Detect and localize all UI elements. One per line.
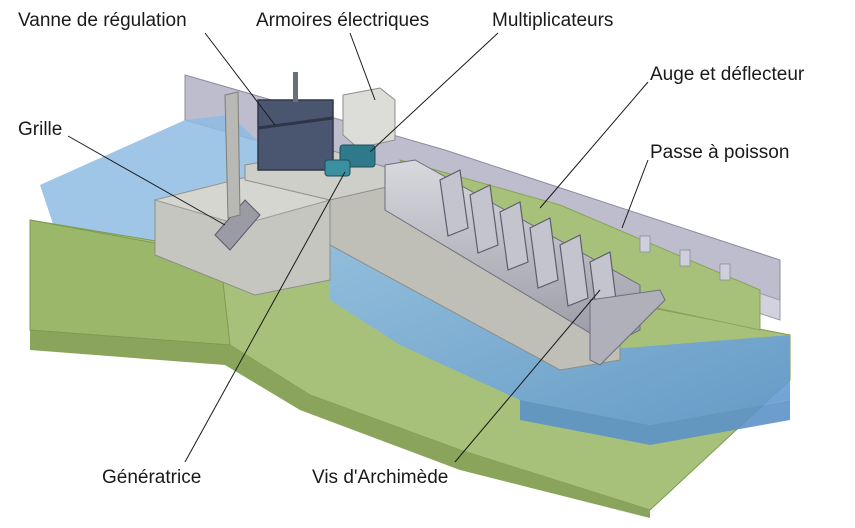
leader-passe bbox=[621, 159, 649, 229]
fish-pass-steps bbox=[639, 235, 731, 281]
label-multiplicateurs: Multiplicateurs bbox=[492, 10, 614, 31]
terrain-front-face bbox=[30, 330, 650, 518]
leader-auge bbox=[539, 81, 649, 209]
label-vis-d-archimede: Vis d'Archimède bbox=[312, 467, 449, 488]
generator-unit bbox=[324, 159, 351, 177]
label-grille: Grille bbox=[18, 119, 63, 140]
label-auge-et-deflecteur: Auge et déflecteur bbox=[650, 64, 805, 85]
leader-generatrice bbox=[184, 171, 346, 463]
leader-grille bbox=[67, 135, 226, 226]
downstream-water-front bbox=[520, 400, 790, 445]
rack-post bbox=[224, 91, 241, 219]
label-armoires-electriques: Armoires électriques bbox=[256, 10, 430, 31]
leader-armoires bbox=[349, 32, 376, 101]
gate-crossbar bbox=[257, 116, 334, 130]
label-vanne-de-regulation: Vanne de régulation bbox=[18, 10, 187, 31]
leader-multiplicateurs bbox=[369, 32, 499, 153]
screw-support bbox=[589, 289, 666, 366]
label-passe-a-poisson: Passe à poisson bbox=[650, 142, 790, 163]
regulation-gate bbox=[257, 99, 334, 171]
leader-lines bbox=[67, 32, 649, 463]
label-generatrice: Génératrice bbox=[102, 467, 202, 488]
electrical-cabinets bbox=[342, 87, 396, 149]
leader-vis bbox=[454, 289, 601, 463]
gate-stem bbox=[293, 72, 298, 102]
leader-vanne bbox=[204, 32, 276, 126]
